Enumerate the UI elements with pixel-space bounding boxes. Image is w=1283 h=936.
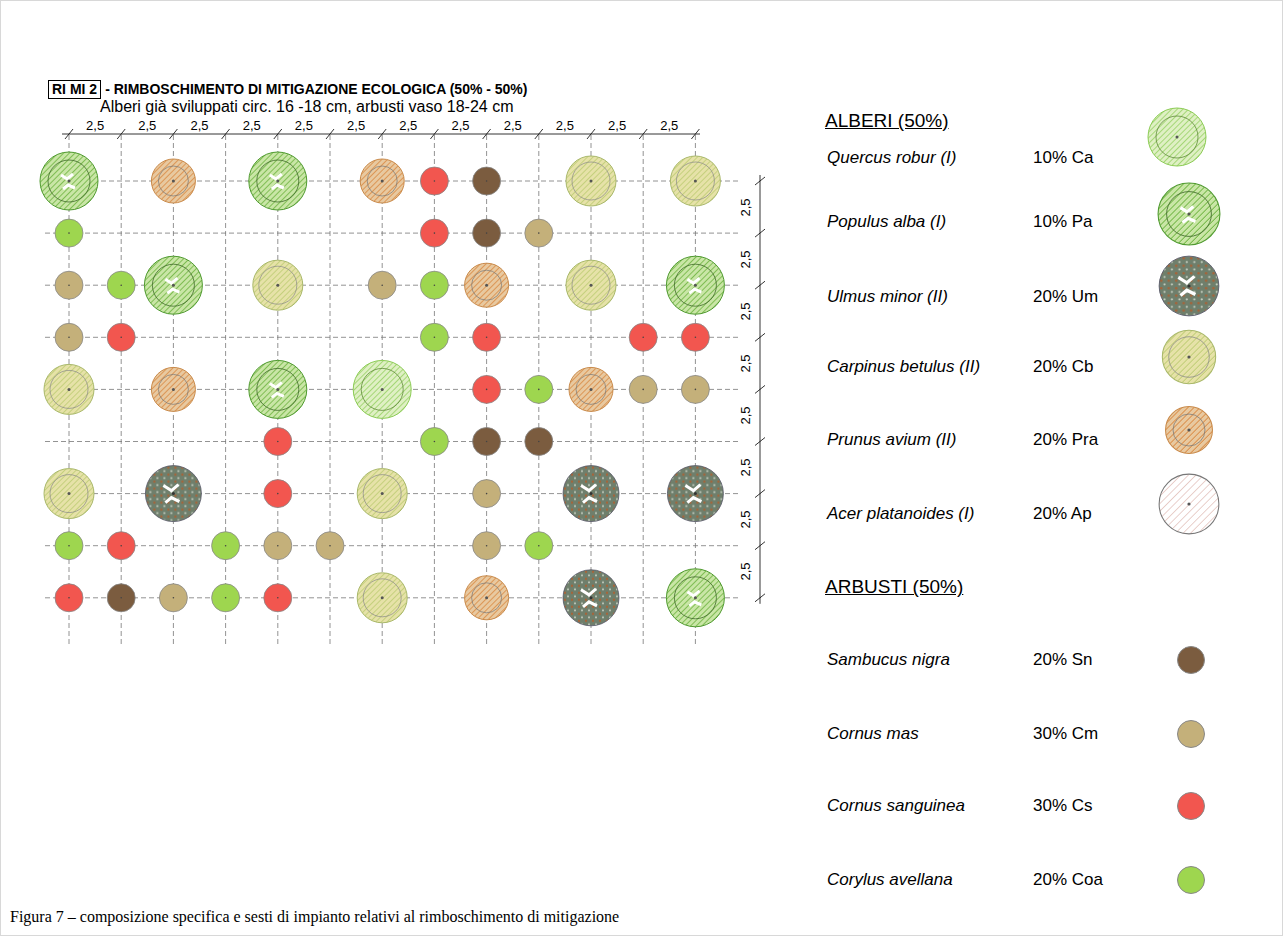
dimension: 2,5 [737,302,752,320]
group-heading: ARBUSTI (50%) [825,576,963,598]
species-name: Prunus avium (II) [827,430,956,450]
species-name: Acer platanoides (I) [827,504,974,524]
subtitle: Alberi già sviluppati circ. 16 -18 cm, a… [100,98,514,116]
legend-swatch [1177,792,1205,820]
species-name: Cornus mas [827,724,919,744]
dimension: 2,5 [737,406,752,424]
code-text: RI MI 2 [52,81,97,97]
species-name: Quercus robur (I) [827,148,956,168]
dimension: 2,5 [504,118,522,133]
dimension: 2,5 [399,118,417,133]
dimension: 2,5 [295,118,313,133]
dimension: 2,5 [556,118,574,133]
dimension: 2,5 [737,511,752,529]
dimension: 2,5 [138,118,156,133]
percent-code: 20% Um [1033,287,1098,307]
species-name: Populus alba (I) [827,212,946,232]
code-box: RI MI 2 [48,80,101,99]
group-heading: ALBERI (50%) [825,110,949,132]
figure-caption: Figura 7 – composizione specifica e sest… [10,908,619,926]
dimension: 2,5 [737,250,752,268]
legend-swatch [1177,866,1205,894]
percent-code: 10% Pa [1033,212,1093,232]
dimension: 2,5 [737,354,752,372]
percent-code: 30% Cs [1033,796,1093,816]
species-name: Ulmus minor (II) [827,287,948,307]
dimension: 2,5 [451,118,469,133]
percent-code: 20% Coa [1033,870,1103,890]
percent-code: 20% Sn [1033,650,1093,670]
percent-code: 20% Cb [1033,357,1093,377]
dimension: 2,5 [737,459,752,477]
species-name: Corylus avellana [827,870,953,890]
species-name: Carpinus betulus (II) [827,357,980,377]
dimension: 2,5 [243,118,261,133]
dimension: 2,5 [190,118,208,133]
legend-swatch [1177,646,1205,674]
diagram-title: - RIMBOSCHIMENTO DI MITIGAZIONE ECOLOGIC… [105,80,527,99]
percent-code: 20% Pra [1033,430,1098,450]
dimension: 2,5 [347,118,365,133]
legend-swatch [1177,720,1205,748]
percent-code: 10% Ca [1033,148,1093,168]
dimension: 2,5 [86,118,104,133]
dimension: 2,5 [660,118,678,133]
dimension: 2,5 [737,198,752,216]
species-name: Sambucus nigra [827,650,950,670]
species-name: Cornus sanguinea [827,796,965,816]
percent-code: 30% Cm [1033,724,1098,744]
percent-code: 20% Ap [1033,504,1092,524]
dimension: 2,5 [737,563,752,581]
dimension: 2,5 [608,118,626,133]
